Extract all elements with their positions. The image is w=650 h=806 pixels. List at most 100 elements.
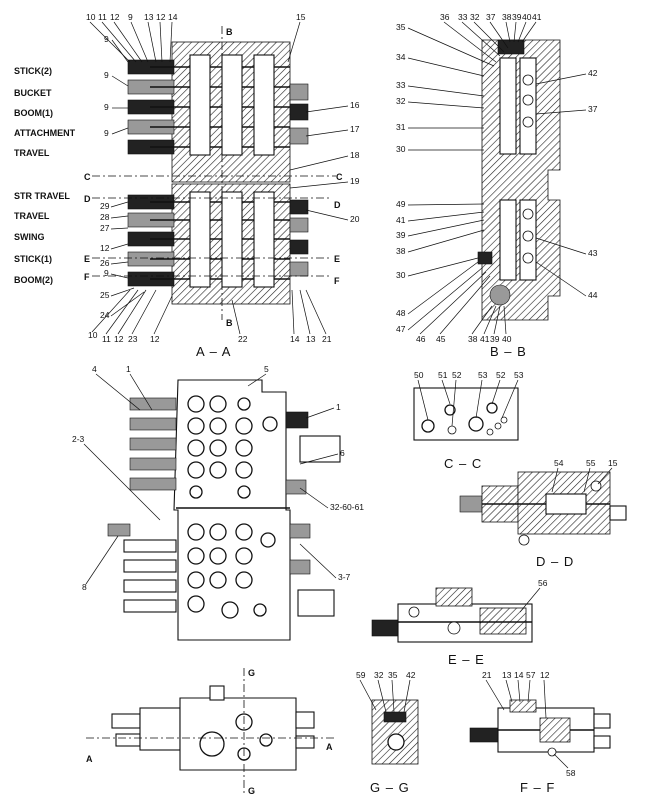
aa-right-callouts: 16 17 18 19 20 bbox=[289, 100, 360, 224]
callout: 9 bbox=[104, 268, 109, 278]
callout: 12 bbox=[100, 243, 110, 253]
view-aa: B B C C D D E E F F STICK(2) BUCKET BOOM… bbox=[14, 12, 360, 359]
callout: 9 bbox=[104, 128, 109, 138]
aa-left-caps bbox=[127, 59, 175, 287]
callout: 6 bbox=[340, 448, 345, 458]
callout: 13 bbox=[306, 334, 316, 344]
aa-chambers bbox=[189, 54, 275, 288]
callout: 59 bbox=[356, 670, 366, 680]
bottom-body bbox=[179, 697, 297, 771]
callout: 4 bbox=[92, 364, 97, 374]
callout: 51 bbox=[438, 370, 448, 380]
callout: 42 bbox=[406, 670, 416, 680]
callout: 21 bbox=[482, 670, 492, 680]
bottom-cut-a-left: A bbox=[86, 754, 93, 764]
callout: 33 bbox=[396, 80, 406, 90]
callout: 58 bbox=[566, 768, 576, 778]
callout: 30 bbox=[396, 144, 406, 154]
front-callouts: 4 1 5 1 2-3 6 32-60-61 8 3-7 bbox=[72, 364, 364, 592]
view-ff: 21 13 14 57 12 58 F – F bbox=[469, 670, 611, 795]
callout: 25 bbox=[100, 290, 110, 300]
callout: 27 bbox=[100, 223, 110, 233]
callout: 28 bbox=[100, 212, 110, 222]
callout: 14 bbox=[514, 670, 524, 680]
callout: 12 bbox=[156, 12, 166, 22]
callout: 38 bbox=[502, 12, 512, 22]
callout: 36 bbox=[440, 12, 450, 22]
front-ports bbox=[187, 395, 278, 619]
callout: 9 bbox=[104, 70, 109, 80]
callout: 9 bbox=[128, 12, 133, 22]
section-label: TRAVEL bbox=[14, 148, 50, 158]
callout: 32 bbox=[470, 12, 480, 22]
callout: 21 bbox=[322, 334, 332, 344]
callout: 22 bbox=[238, 334, 248, 344]
callout: 9 bbox=[104, 102, 109, 112]
front-left-caps bbox=[107, 397, 177, 613]
callout: 48 bbox=[396, 308, 406, 318]
callout: 2-3 bbox=[72, 434, 85, 444]
callout: 40 bbox=[502, 334, 512, 344]
aa-cut-f-right: F bbox=[334, 276, 340, 286]
callout: 11 bbox=[102, 334, 111, 344]
callout: 14 bbox=[290, 334, 300, 344]
callout: 12 bbox=[114, 334, 124, 344]
callout: 38 bbox=[468, 334, 478, 344]
caption-cc: C – C bbox=[444, 456, 482, 471]
callout: 30 bbox=[396, 270, 406, 280]
callout: 9 bbox=[104, 34, 109, 44]
callout: 41 bbox=[396, 215, 406, 225]
section-label: BUCKET bbox=[14, 88, 52, 98]
section-label: ATTACHMENT bbox=[14, 128, 76, 138]
bb-chambers bbox=[477, 39, 537, 306]
callout: 35 bbox=[396, 22, 406, 32]
aa-cut-f-left: F bbox=[84, 272, 90, 282]
callout: 46 bbox=[416, 334, 426, 344]
cc-callouts: 50 51 52 53 52 53 bbox=[414, 370, 524, 427]
aa-cut-b-top: B bbox=[226, 27, 233, 37]
section-label: STICK(2) bbox=[14, 66, 52, 76]
section-label: TRAVEL bbox=[14, 211, 50, 221]
caption-bb: B – B bbox=[490, 344, 527, 359]
ff-callouts: 21 13 14 57 12 58 bbox=[482, 670, 576, 778]
view-bottom: G G A A bbox=[86, 668, 334, 796]
callout: 39 bbox=[490, 334, 500, 344]
bottom-cut-g-bottom: G bbox=[248, 786, 255, 796]
callout: 37 bbox=[486, 12, 496, 22]
view-bb: 36 33 32 37 38 39 40 41 35 34 33 32 31 3… bbox=[396, 12, 598, 359]
callout: 1 bbox=[336, 402, 341, 412]
caption-dd: D – D bbox=[536, 554, 574, 569]
section-label: STR TRAVEL bbox=[14, 191, 70, 201]
section-label: BOOM(2) bbox=[14, 275, 53, 285]
gg-body bbox=[371, 699, 419, 765]
callout: 54 bbox=[554, 458, 564, 468]
bottom-cut-g-top: G bbox=[248, 668, 255, 678]
caption-gg: G – G bbox=[370, 780, 410, 795]
callout: 10 bbox=[88, 330, 98, 340]
callout: 24 bbox=[100, 310, 110, 320]
callout: 41 bbox=[532, 12, 542, 22]
aa-right-caps bbox=[289, 83, 309, 277]
callout: 12 bbox=[110, 12, 120, 22]
callout: 1 bbox=[126, 364, 131, 374]
callout: 47 bbox=[396, 324, 406, 334]
aa-cut-b-bottom: B bbox=[226, 318, 233, 328]
callout: 29 bbox=[100, 201, 110, 211]
view-gg: 59 32 35 42 G – G bbox=[356, 670, 419, 795]
callout: 41 bbox=[480, 334, 490, 344]
aa-bottom-callouts: 10 11 12 23 12 22 14 13 21 bbox=[88, 289, 332, 344]
callout: 23 bbox=[128, 334, 138, 344]
aa-cut-e-right: E bbox=[334, 254, 340, 264]
callout: 14 bbox=[168, 12, 178, 22]
callout: 53 bbox=[478, 370, 488, 380]
callout: 33 bbox=[458, 12, 468, 22]
callout: 39 bbox=[512, 12, 522, 22]
aa-cut-d-right: D bbox=[334, 200, 341, 210]
callout: 49 bbox=[396, 199, 406, 209]
aa-cut-c-right: C bbox=[336, 172, 343, 182]
callout: 10 bbox=[86, 12, 96, 22]
callout: 18 bbox=[350, 150, 360, 160]
callout: 12 bbox=[540, 670, 550, 680]
